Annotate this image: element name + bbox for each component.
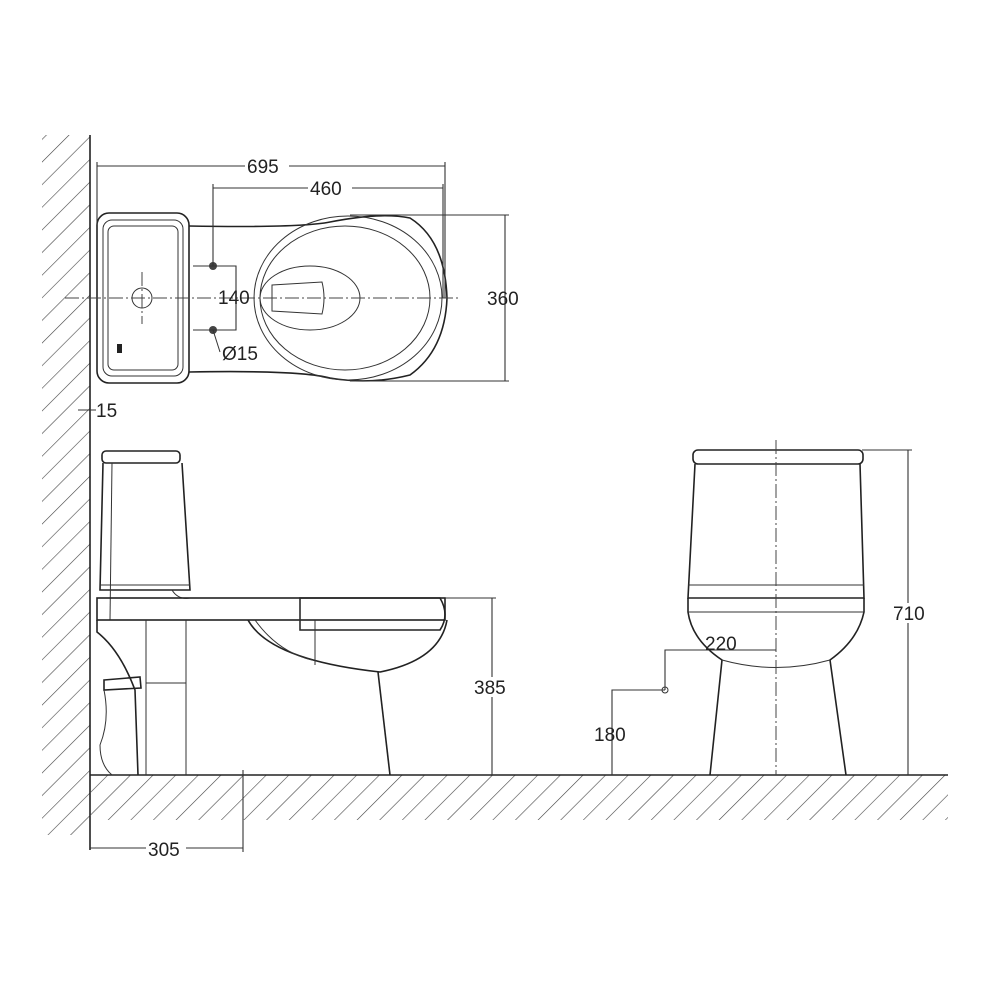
dim-overall-length: 695 bbox=[247, 157, 279, 178]
dim-water-inlet-height: 180 bbox=[594, 725, 626, 746]
dim-bolt-spacing: 140 bbox=[218, 288, 250, 309]
front-view bbox=[687, 440, 865, 776]
dim-wall-gap: 15 bbox=[96, 401, 117, 422]
dim-water-inlet-offset: 220 bbox=[705, 634, 737, 655]
wall bbox=[42, 135, 91, 850]
dim-total-height: 710 bbox=[893, 604, 925, 625]
dim-seat-height: 385 bbox=[474, 678, 506, 699]
dimension-lines-top bbox=[96, 162, 509, 382]
top-view bbox=[65, 212, 460, 384]
dim-outlet-to-front: 460 bbox=[310, 179, 342, 200]
floor bbox=[90, 774, 948, 820]
dim-rough-in: 305 bbox=[148, 840, 180, 861]
dim-width: 360 bbox=[487, 289, 519, 310]
side-view bbox=[78, 409, 448, 776]
dim-bolt-diameter: Ø15 bbox=[222, 344, 258, 365]
